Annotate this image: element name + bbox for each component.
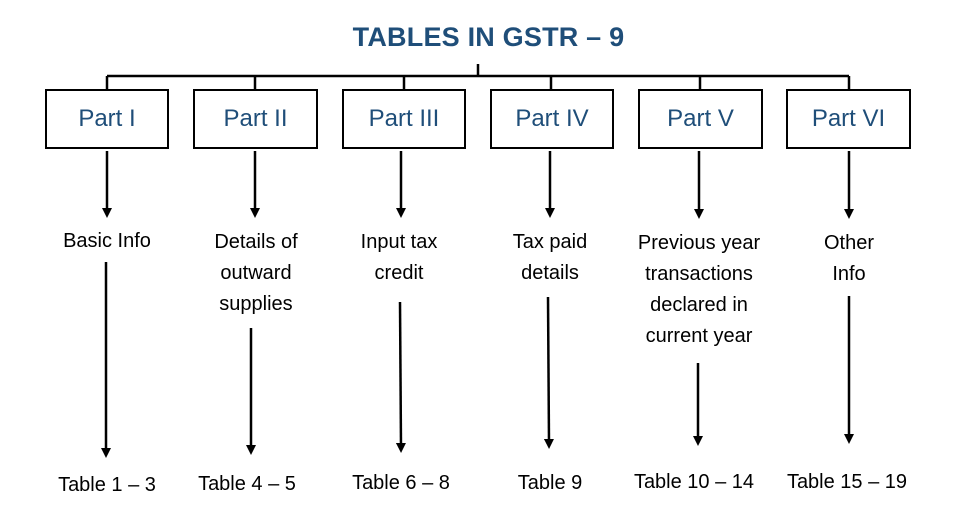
- part-label: Part I: [78, 105, 136, 132]
- description-line: transactions: [645, 263, 753, 285]
- part-box-6: Part VI: [786, 89, 911, 149]
- description-line: Basic Info: [63, 230, 151, 252]
- part-label: Part V: [667, 105, 734, 132]
- part-3-description: Input tax credit: [319, 227, 479, 289]
- part-5-tables: Table 10 – 14: [633, 471, 755, 493]
- description-line: supplies: [219, 293, 293, 315]
- description-line: Details of: [214, 231, 298, 253]
- description-line: current year: [645, 325, 753, 347]
- diagram-title: TABLES IN GSTR – 9: [352, 22, 625, 52]
- description-line: details: [521, 262, 579, 284]
- part-3-tables: Table 6 – 8: [352, 472, 450, 494]
- part-label: Part IV: [515, 105, 589, 132]
- part-2-description: Details of outward supplies: [176, 227, 336, 320]
- description-line: Info: [832, 263, 866, 285]
- description-line: declared in: [650, 294, 748, 316]
- part-6-description: Other Info: [769, 228, 929, 290]
- part-6-tables: Table 15 – 19: [786, 471, 908, 493]
- part-label: Part VI: [811, 105, 886, 132]
- part-1-tables: Table 1 – 3: [58, 474, 156, 496]
- part-box-5: Part V: [638, 89, 763, 149]
- part-1-description: Basic Info: [27, 226, 187, 257]
- part-label: Part III: [368, 105, 440, 132]
- description-line: credit: [374, 262, 424, 284]
- description-line: Input tax: [360, 231, 438, 253]
- part-box-1: Part I: [45, 89, 169, 149]
- part-4-tables: Table 9: [517, 472, 583, 494]
- part-2-tables: Table 4 – 5: [198, 473, 296, 495]
- part-box-4: Part IV: [490, 89, 614, 149]
- description-line: Previous year: [637, 232, 761, 254]
- description-line: outward: [220, 262, 292, 284]
- part-5-description: Previous year transactions declared in c…: [619, 228, 779, 352]
- part-box-2: Part II: [193, 89, 318, 149]
- description-line: Tax paid: [512, 231, 588, 253]
- arrow-description-3-to-tables: [395, 301, 406, 453]
- description-line: Other: [823, 232, 875, 254]
- part-label: Part II: [223, 105, 288, 132]
- part-box-3: Part III: [342, 89, 466, 149]
- part-4-description: Tax paid details: [470, 227, 630, 289]
- arrow-description-4-to-tables: [543, 296, 554, 449]
